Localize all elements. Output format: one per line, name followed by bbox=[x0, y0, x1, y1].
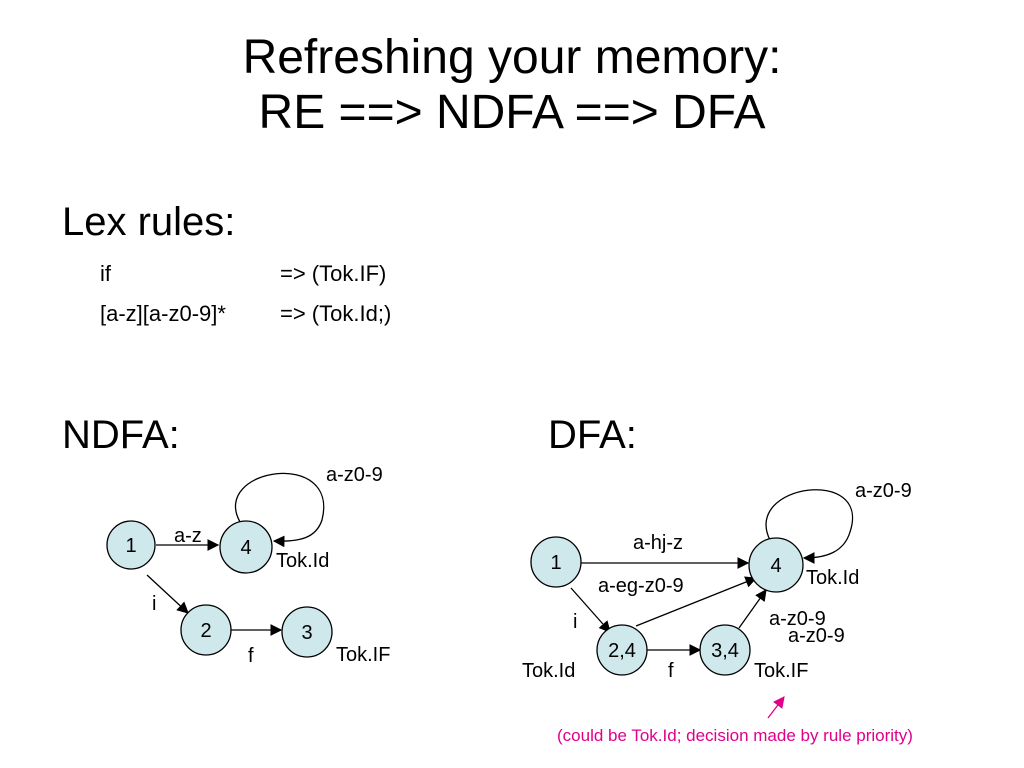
dfa-accept-label-4: Tok.Id bbox=[806, 567, 859, 589]
dfa-state-1-label: 1 bbox=[550, 552, 561, 574]
dfa-edge-1-4-label: a-hj-z bbox=[633, 532, 683, 554]
title-line-2: RE ==> NDFA ==> DFA bbox=[258, 86, 766, 139]
dfa-accept-label-2-4: Tok.Id bbox=[522, 660, 575, 682]
dfa-edge-4-4-loop bbox=[765, 489, 854, 564]
lex-rule-action-id: => (Tok.Id;) bbox=[280, 301, 392, 326]
lex-rule-pattern-id: [a-z][a-z0-9]* bbox=[100, 301, 226, 326]
title-line-1: Refreshing your memory: bbox=[242, 31, 782, 84]
ndfa-heading: NDFA: bbox=[62, 413, 180, 457]
lex-rule-pattern-if: if bbox=[100, 261, 111, 286]
dfa-state-2-4-label: 2,4 bbox=[608, 640, 636, 662]
ndfa-edge-4-4-label: a-z0-9 bbox=[326, 464, 383, 486]
ndfa-state-3-label: 3 bbox=[301, 622, 312, 644]
dfa-edge-1-24 bbox=[570, 587, 611, 633]
dfa-diagram: 1 4 2,4 3,4 a-hj-z a-z0-9 i a-eg-z0-9 f … bbox=[522, 480, 912, 682]
dfa-edge-4-4-label: a-z0-9 bbox=[855, 480, 912, 502]
priority-note-text: (could be Tok.Id; decision made by rule … bbox=[557, 726, 913, 745]
lex-rules-heading: Lex rules: bbox=[62, 200, 236, 244]
ndfa-state-2-label: 2 bbox=[200, 620, 211, 642]
dfa-edge-1-24-label: i bbox=[573, 611, 577, 633]
ndfa-state-4-label: 4 bbox=[240, 537, 251, 559]
ndfa-state-4: 4 bbox=[219, 520, 273, 574]
priority-note: (could be Tok.Id; decision made by rule … bbox=[557, 696, 913, 745]
slide-title: Refreshing your memory: RE ==> NDFA ==> … bbox=[0, 30, 1024, 140]
dfa-state-4: 4 bbox=[748, 537, 804, 593]
dfa-state-3-4: 3,4 bbox=[699, 624, 751, 676]
ndfa-edge-4-4-loop bbox=[234, 472, 325, 548]
ndfa-diagram: 1 4 2 3 a-z a-z0-9 i f Tok.Id Tok.IF bbox=[106, 464, 390, 667]
ndfa-accept-label-4: Tok.Id bbox=[276, 550, 329, 572]
dfa-edge-24-34-label: f bbox=[668, 660, 674, 682]
ndfa-edge-1-2 bbox=[146, 574, 189, 614]
dfa-state-3-4-label: 3,4 bbox=[711, 640, 739, 662]
lex-rule-action-if: => (Tok.IF) bbox=[280, 261, 387, 286]
dfa-edge-34-4 bbox=[738, 589, 767, 629]
ndfa-edge-1-2-label: i bbox=[152, 593, 156, 615]
ndfa-accept-label-3: Tok.IF bbox=[336, 644, 390, 666]
ndfa-edge-1-4-label: a-z bbox=[174, 525, 202, 547]
ndfa-state-3: 3 bbox=[281, 606, 333, 658]
ndfa-state-1: 1 bbox=[106, 520, 156, 570]
dfa-accept-label-3-4: Tok.IF bbox=[754, 660, 808, 682]
dfa-edge-34-4-label-a: a-z0-9 bbox=[769, 608, 826, 630]
dfa-state-2-4: 2,4 bbox=[596, 624, 648, 676]
ndfa-state-2: 2 bbox=[180, 604, 232, 656]
dfa-state-4-label: 4 bbox=[770, 555, 781, 577]
dfa-state-1: 1 bbox=[530, 536, 582, 588]
priority-note-arrow bbox=[767, 696, 785, 719]
ndfa-edge-2-3-label: f bbox=[248, 645, 254, 667]
dfa-edge-24-4 bbox=[635, 576, 758, 627]
ndfa-state-1-label: 1 bbox=[125, 535, 136, 557]
dfa-edge-24-4-label: a-eg-z0-9 bbox=[598, 575, 684, 597]
dfa-edge-34-4-label-b: a-z0-9 bbox=[788, 625, 845, 647]
dfa-heading: DFA: bbox=[548, 413, 637, 457]
